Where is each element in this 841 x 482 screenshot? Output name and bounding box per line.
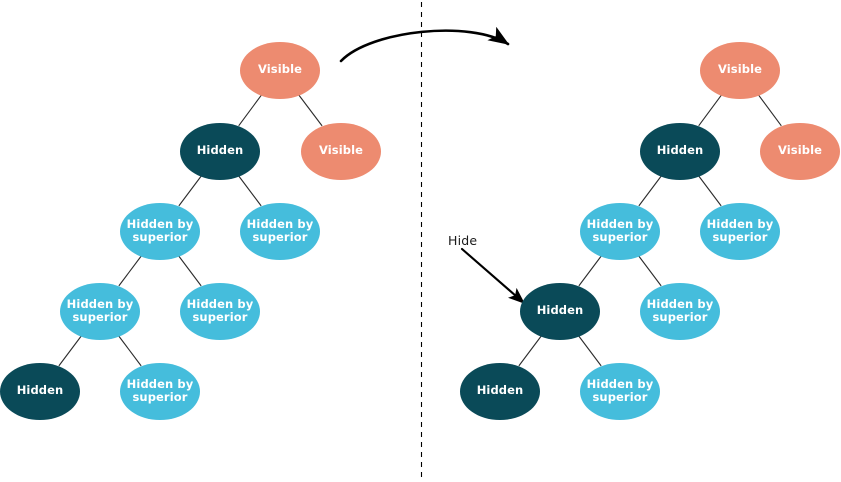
- tree-node-label: Hidden: [196, 143, 244, 158]
- tree-edge: [238, 175, 262, 207]
- tree-node-hidden-by-superior[interactable]: Hidden by superior: [180, 282, 260, 340]
- tree-edge: [58, 335, 82, 367]
- tree-node-hidden[interactable]: Hidden: [0, 362, 80, 420]
- tree-node-label: Hidden by superior: [126, 376, 194, 404]
- tree-node-hidden-by-superior[interactable]: Hidden by superior: [580, 202, 660, 260]
- tree-edge: [518, 335, 542, 367]
- tree-edge: [638, 175, 662, 207]
- tree-node-hidden[interactable]: Hidden: [180, 122, 260, 180]
- tree-edge: [578, 335, 602, 367]
- hide-arrow-icon: [460, 247, 526, 305]
- tree-node-visible[interactable]: Visible: [760, 122, 840, 180]
- tree-node-label: Hidden by superior: [126, 216, 194, 244]
- tree-node-visible[interactable]: Visible: [301, 122, 381, 180]
- tree-edge: [578, 255, 602, 287]
- tree-node-label: Hidden: [656, 143, 704, 158]
- tree-node-visible[interactable]: Visible: [700, 41, 780, 99]
- tree-edge: [178, 175, 202, 207]
- tree-edge: [118, 255, 142, 287]
- tree-node-hidden-by-superior[interactable]: Hidden by superior: [700, 202, 780, 260]
- tree-edge: [698, 94, 722, 127]
- tree-edge: [698, 175, 722, 207]
- hide-annotation-label: Hide: [448, 233, 478, 248]
- tree-node-label: Visible: [257, 62, 303, 77]
- tree-node-label: Hidden by superior: [186, 296, 254, 324]
- tree-edge: [638, 255, 662, 287]
- tree-node-label: Hidden: [476, 383, 524, 398]
- tree-node-hidden-by-superior[interactable]: Hidden by superior: [120, 362, 200, 420]
- tree-node-hidden[interactable]: Hidden: [520, 282, 600, 340]
- tree-node-label: Hidden by superior: [706, 216, 774, 244]
- tree-node-label: Visible: [777, 143, 823, 158]
- tree-node-hidden-by-superior[interactable]: Hidden by superior: [240, 202, 320, 260]
- tree-node-label: Visible: [717, 62, 763, 77]
- tree-node-visible[interactable]: Visible: [240, 41, 320, 99]
- tree-edge: [178, 255, 202, 287]
- tree-node-label: Hidden by superior: [646, 296, 714, 324]
- transform-arrow-icon: [339, 26, 510, 63]
- tree-node-label: Hidden by superior: [246, 216, 314, 244]
- tree-node-label: Visible: [318, 143, 364, 158]
- tree-edge: [758, 94, 782, 127]
- tree-node-hidden-by-superior[interactable]: Hidden by superior: [60, 282, 140, 340]
- tree-node-hidden[interactable]: Hidden: [640, 122, 720, 180]
- tree-edge: [298, 94, 323, 127]
- tree-node-hidden[interactable]: Hidden: [460, 362, 540, 420]
- tree-node-hidden-by-superior[interactable]: Hidden by superior: [640, 282, 720, 340]
- tree-node-hidden-by-superior[interactable]: Hidden by superior: [120, 202, 200, 260]
- tree-node-label: Hidden: [536, 303, 584, 318]
- tree-node-label: Hidden: [16, 383, 64, 398]
- tree-node-label: Hidden by superior: [586, 216, 654, 244]
- tree-node-hidden-by-superior[interactable]: Hidden by superior: [580, 362, 660, 420]
- tree-node-label: Hidden by superior: [66, 296, 134, 324]
- tree-edge: [238, 94, 262, 127]
- tree-edge: [118, 335, 142, 367]
- tree-node-label: Hidden by superior: [586, 376, 654, 404]
